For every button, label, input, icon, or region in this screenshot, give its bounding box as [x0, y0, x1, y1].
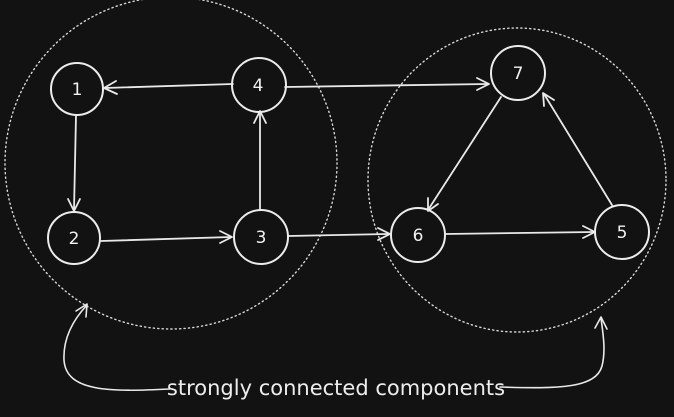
node-2-label: 2 [69, 229, 80, 249]
node-6-circle [390, 207, 446, 263]
node-4-circle [231, 57, 287, 113]
node-1-label: 1 [72, 80, 83, 100]
node-3: 3 [233, 209, 289, 265]
caption-text: strongly connected components [167, 376, 505, 400]
edge-3-4 [253, 110, 267, 211]
node-1: 1 [50, 62, 104, 116]
edge-7-6 [427, 96, 502, 212]
edges [67, 77, 613, 244]
edge-2-3 [100, 230, 233, 244]
node-3-label: 3 [256, 228, 267, 248]
node-5: 5 [594, 204, 650, 260]
caption-right-arrow [499, 316, 608, 389]
node-4-label: 4 [253, 76, 264, 96]
edge-3-6 [287, 227, 391, 241]
node-2-circle [47, 211, 101, 265]
node-1-circle [50, 62, 104, 116]
node-2: 2 [47, 211, 101, 265]
edge-6-5 [444, 225, 596, 239]
node-7-circle [490, 45, 546, 101]
edge-4-7 [284, 77, 490, 91]
node-5-label: 5 [617, 223, 628, 243]
scc-boundary-left [4, 0, 338, 330]
scc-boundary-right [367, 27, 667, 333]
node-6-label: 6 [413, 226, 424, 246]
node-5-circle [594, 204, 650, 260]
node-7-label: 7 [513, 64, 524, 84]
node-6: 6 [390, 207, 446, 263]
node-7: 7 [490, 45, 546, 101]
node-4: 4 [231, 57, 287, 113]
edge-1-2 [67, 115, 81, 212]
edge-5-7 [542, 92, 613, 206]
caption-left-arrow [63, 303, 171, 392]
edge-4-1 [103, 80, 234, 95]
node-3-circle [233, 209, 289, 265]
